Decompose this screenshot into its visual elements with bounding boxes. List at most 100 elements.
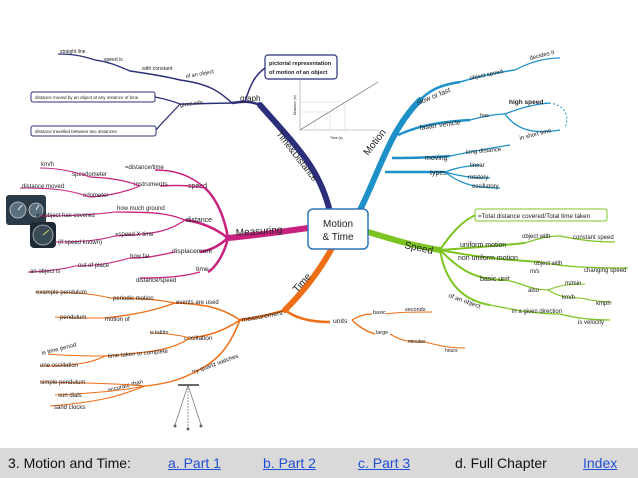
motion-rotatory: rotatory	[468, 175, 488, 181]
motion-in-short-time: in short time	[519, 128, 553, 142]
motion-object-speed: object speed	[469, 69, 504, 82]
gauge-image	[30, 222, 56, 248]
speed-constant-speed: constant speed	[573, 235, 614, 241]
graph-gives-info-line	[179, 102, 233, 105]
graph-label: graph	[240, 94, 260, 103]
branch-speed	[365, 229, 443, 253]
branch-time	[282, 245, 335, 313]
graph-group: graph pictorial representation of motion…	[30, 49, 380, 140]
speed-non-uniform: non uniform motion	[458, 255, 518, 262]
measuring-displacement: displacement	[172, 248, 212, 255]
graph-straight-line	[57, 53, 96, 61]
branch-label-measuring: Measuring	[235, 225, 282, 239]
measuring-distance-time: =distance/time	[125, 165, 165, 171]
center-line1: Motion	[323, 219, 353, 230]
motion-dotted-arrow	[544, 102, 568, 129]
graph-gives-info: gives info	[179, 100, 203, 109]
graph-ofobject-line	[179, 79, 233, 104]
time-units: units	[333, 318, 348, 325]
time-sun-dials: sun dials	[58, 393, 82, 399]
time-oscillation: oscillation	[184, 335, 213, 342]
speed-changing-speed: changing speed	[584, 268, 626, 274]
speed-is-velocity: is velocity	[578, 320, 604, 326]
time-seconds: seconds	[405, 307, 426, 313]
mind-map: Motion & Time Time&Distance Motion Speed…	[6, 49, 629, 431]
mini-graph-y-label: Distance (m)	[293, 95, 297, 115]
measuring-speed-x-time: =speed X time	[115, 232, 154, 238]
graph-box2	[30, 91, 156, 103]
pendulum-image	[173, 384, 203, 431]
motion-high-speed: high speed	[509, 99, 543, 106]
speed-formula-box	[474, 208, 608, 222]
graph-box	[264, 54, 338, 80]
motion-has: has	[480, 113, 489, 119]
graph-box3	[30, 125, 157, 137]
time-minutes: minutes	[408, 339, 426, 345]
time-basic: basic	[373, 310, 386, 316]
branch-motion	[357, 97, 423, 213]
footer-bar: 3. Motion and Time: a. Part 1 b. Part 2 …	[0, 448, 638, 478]
graph-box2-text: distance moved by an object at any insta…	[35, 95, 139, 100]
time-sand-clocks: sand clocks	[54, 405, 85, 411]
time-group: measurement events are used periodic mot…	[34, 290, 466, 431]
time-motion-of: motion of	[105, 317, 130, 323]
graph-box3-text: distance travelled between two instances	[35, 129, 118, 134]
motion-long-distance: long distance	[466, 147, 502, 156]
footer-title: 3. Motion and Time:	[8, 455, 131, 471]
mini-graph: Distance (m) Time (s)	[293, 80, 380, 140]
measuring-if-speed-known: (if speed known)	[58, 240, 102, 246]
link-part-3[interactable]: c. Part 3	[358, 455, 411, 471]
time-measurement: measurement	[241, 310, 283, 324]
speed-object-with2: object with	[534, 261, 562, 267]
branch-time-distance	[257, 102, 333, 215]
measuring-distance: distance	[186, 217, 212, 224]
graph-box-line1: pictorial representation	[269, 61, 332, 67]
graph-box3-line	[155, 103, 181, 131]
time-try-quartz: try quartz watches	[192, 354, 240, 376]
measuring-group: speed =distance/time instruments speedom…	[6, 162, 230, 284]
speed-uniform-motion: uniform motion	[460, 242, 506, 249]
motion-faster-vehicle: faster vehicle	[419, 119, 461, 132]
graph-box2-line	[154, 96, 181, 105]
speed-mmin: m/min	[565, 281, 581, 287]
speed-given-direction: in a given direction	[512, 309, 562, 315]
measuring-object-covered: an object has covered	[36, 213, 95, 219]
measuring-out-of-place: out of place	[78, 263, 110, 269]
time-hours: hours	[445, 348, 458, 354]
speed-basic-unit: basic unit	[480, 276, 510, 283]
branch-label-speed: Speed	[403, 240, 434, 257]
graph-of-an-object: of an object	[185, 69, 215, 80]
graph-straight-line-text: straight line	[60, 49, 86, 55]
time-one-oscillation: one oscillation	[40, 363, 78, 369]
speed-formula: =Total distance covered/Total time taken	[478, 213, 591, 220]
link-part-1[interactable]: a. Part 1	[168, 455, 221, 471]
measuring-object-is: an object is	[30, 269, 60, 275]
graph-constant-line	[129, 70, 181, 81]
graph-box-line2: of motion of an object	[269, 70, 328, 76]
link-index[interactable]: Index	[583, 455, 618, 471]
motion-group: slow or fast object speed decides it fas…	[384, 50, 568, 190]
measuring-how-far: how far	[130, 254, 150, 260]
speedometer-image	[6, 195, 46, 225]
graph-to-box	[244, 67, 266, 103]
speed-also: also	[528, 288, 540, 294]
speed-object-with: object with	[522, 234, 550, 240]
motion-oscillatory: oscillatory	[472, 184, 499, 190]
graph-with-constant: with constant	[142, 66, 173, 72]
speed-ms: m/s	[530, 269, 540, 275]
motion-linear: linear	[470, 163, 485, 169]
motion-types: types	[430, 170, 447, 177]
branch-measuring	[225, 225, 311, 241]
time-pendulum: pendulum	[60, 315, 86, 321]
center-node	[307, 208, 369, 250]
time-periodic-motion: periodic motion	[113, 296, 154, 302]
time-events-used: events are used	[176, 300, 219, 306]
link-part-2[interactable]: b. Part 2	[263, 455, 316, 471]
time-accurate-than: accurate than	[107, 379, 144, 394]
time-time-taken: time taken to complete	[108, 349, 169, 360]
graph-speed-is-line	[94, 59, 131, 72]
graph-speed-is: speed is	[104, 57, 123, 63]
center-line2: & Time	[322, 232, 354, 243]
branch-label-time-distance: Time&Distance	[274, 129, 319, 183]
measuring-time: time	[196, 266, 209, 273]
